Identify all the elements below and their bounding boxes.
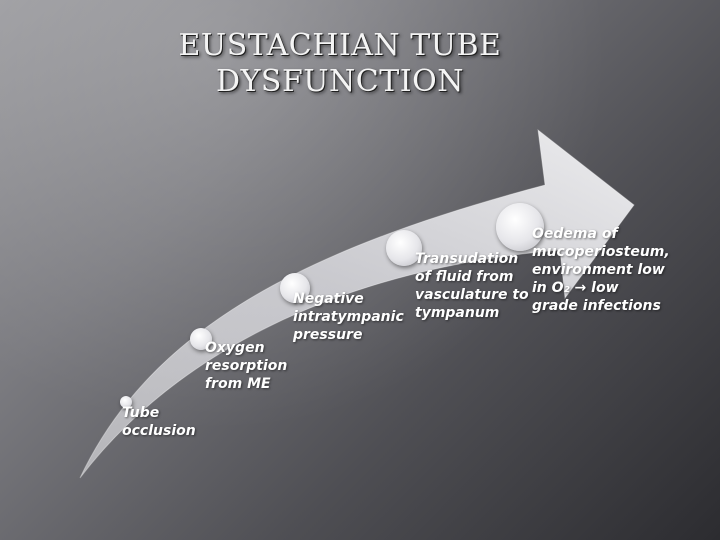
step-5-marker [496, 203, 544, 251]
step-4-label: Transudation of fluid from vasculature t… [415, 251, 529, 321]
slide-title: EUSTACHIAN TUBE DYSFUNCTION [0, 28, 680, 100]
step-1-label: Tube occlusion [122, 405, 196, 439]
step-5-label: Oedema of mucoperiosteum, environment lo… [532, 226, 670, 314]
arrow-shape [79, 128, 635, 479]
title-line-2: DYSFUNCTION [216, 64, 464, 99]
step-1-marker [120, 396, 132, 408]
step-4-marker [386, 230, 422, 266]
step-2-marker [190, 328, 212, 350]
step-3-label: Negative intratympanic pressure [293, 291, 404, 343]
step-2-label: Oxygen resorption from ME [205, 340, 288, 392]
step-3-marker [280, 273, 310, 303]
title-line-1: EUSTACHIAN TUBE [178, 28, 502, 63]
